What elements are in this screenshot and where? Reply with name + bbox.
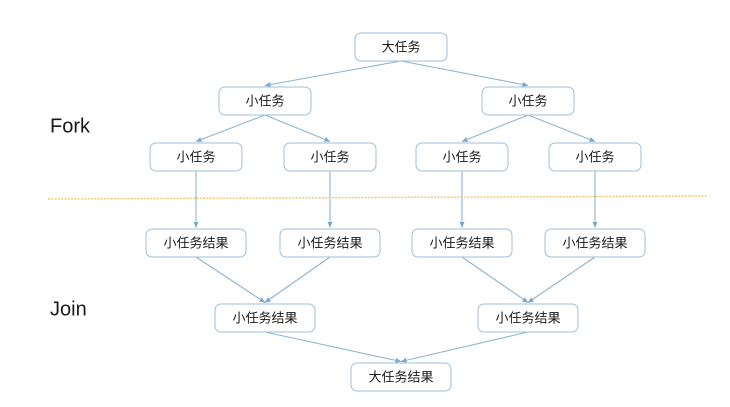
node-label: 小任务 <box>575 149 614 164</box>
stage-label-join: Join <box>50 298 87 320</box>
node-box <box>149 142 243 172</box>
node-box <box>283 142 377 172</box>
node-label: 小任务结果 <box>495 310 560 325</box>
node-box <box>214 303 316 333</box>
node-box <box>145 228 247 258</box>
node-label: 大任务 <box>381 39 420 54</box>
edge-layer <box>193 60 598 363</box>
edge-n-res-r1b-to-n-res-r <box>527 256 596 303</box>
edge-n-r1-to-n-r1b <box>527 114 596 143</box>
node-label: 小任务 <box>176 149 215 164</box>
node-n-res-l1a[interactable]: 小任务结果 <box>145 228 247 258</box>
node-label: 小任务 <box>245 93 284 108</box>
node-label: 小任务结果 <box>562 235 627 250</box>
section-divider <box>47 195 708 200</box>
node-label: 小任务结果 <box>163 235 228 250</box>
node-n-res-r1b[interactable]: 小任务结果 <box>544 228 646 258</box>
node-label: 小任务 <box>442 149 481 164</box>
edge-n-res-l1a-to-n-res-l <box>195 256 266 303</box>
node-box <box>279 228 381 258</box>
node-label: 小任务结果 <box>297 235 362 250</box>
stage-label-fork: Fork <box>50 115 91 137</box>
node-n-r1[interactable]: 小任务 <box>481 86 575 116</box>
node-n-res-l[interactable]: 小任务结果 <box>214 303 316 333</box>
node-box <box>350 362 452 392</box>
node-n-root[interactable]: 大任务 <box>354 32 448 62</box>
edge-n-l1-to-n-l1a <box>195 114 266 143</box>
node-n-l1[interactable]: 小任务 <box>218 86 312 116</box>
node-n-res-l1b[interactable]: 小任务结果 <box>279 228 381 258</box>
node-n-res-r1a[interactable]: 小任务结果 <box>411 228 513 258</box>
edge-n-res-r1a-to-n-res-r <box>461 256 529 303</box>
node-box <box>354 32 448 62</box>
node-n-res-r[interactable]: 小任务结果 <box>477 303 579 333</box>
node-label: 大任务结果 <box>368 369 433 384</box>
node-box <box>481 86 575 116</box>
edge-n-res-l1b-to-n-res-l <box>264 256 331 303</box>
node-box <box>544 228 646 258</box>
node-box <box>415 142 509 172</box>
node-label: 小任务结果 <box>232 310 297 325</box>
node-box <box>548 142 642 172</box>
edge-n-root-to-n-r1 <box>400 60 529 87</box>
node-layer: 大任务小任务小任务小任务小任务小任务小任务小任务结果小任务结果小任务结果小任务结… <box>145 32 646 392</box>
node-n-l1a[interactable]: 小任务 <box>149 142 243 172</box>
node-box <box>411 228 513 258</box>
edge-n-res-r-to-n-res-all <box>400 331 529 363</box>
edge-n-res-l-to-n-res-all <box>264 331 402 363</box>
edge-n-l1-to-n-l1b <box>264 114 331 143</box>
node-label: 小任务结果 <box>429 235 494 250</box>
fork-join-divider <box>47 195 708 200</box>
node-box <box>218 86 312 116</box>
node-label: 小任务 <box>508 93 547 108</box>
node-n-l1b[interactable]: 小任务 <box>283 142 377 172</box>
node-box <box>477 303 579 333</box>
edge-n-root-to-n-l1 <box>264 60 402 88</box>
node-label: 小任务 <box>310 149 349 164</box>
node-n-res-all[interactable]: 大任务结果 <box>350 362 452 392</box>
node-n-r1a[interactable]: 小任务 <box>415 142 509 172</box>
edge-n-r1-to-n-r1a <box>461 114 529 143</box>
node-n-r1b[interactable]: 小任务 <box>548 142 642 172</box>
